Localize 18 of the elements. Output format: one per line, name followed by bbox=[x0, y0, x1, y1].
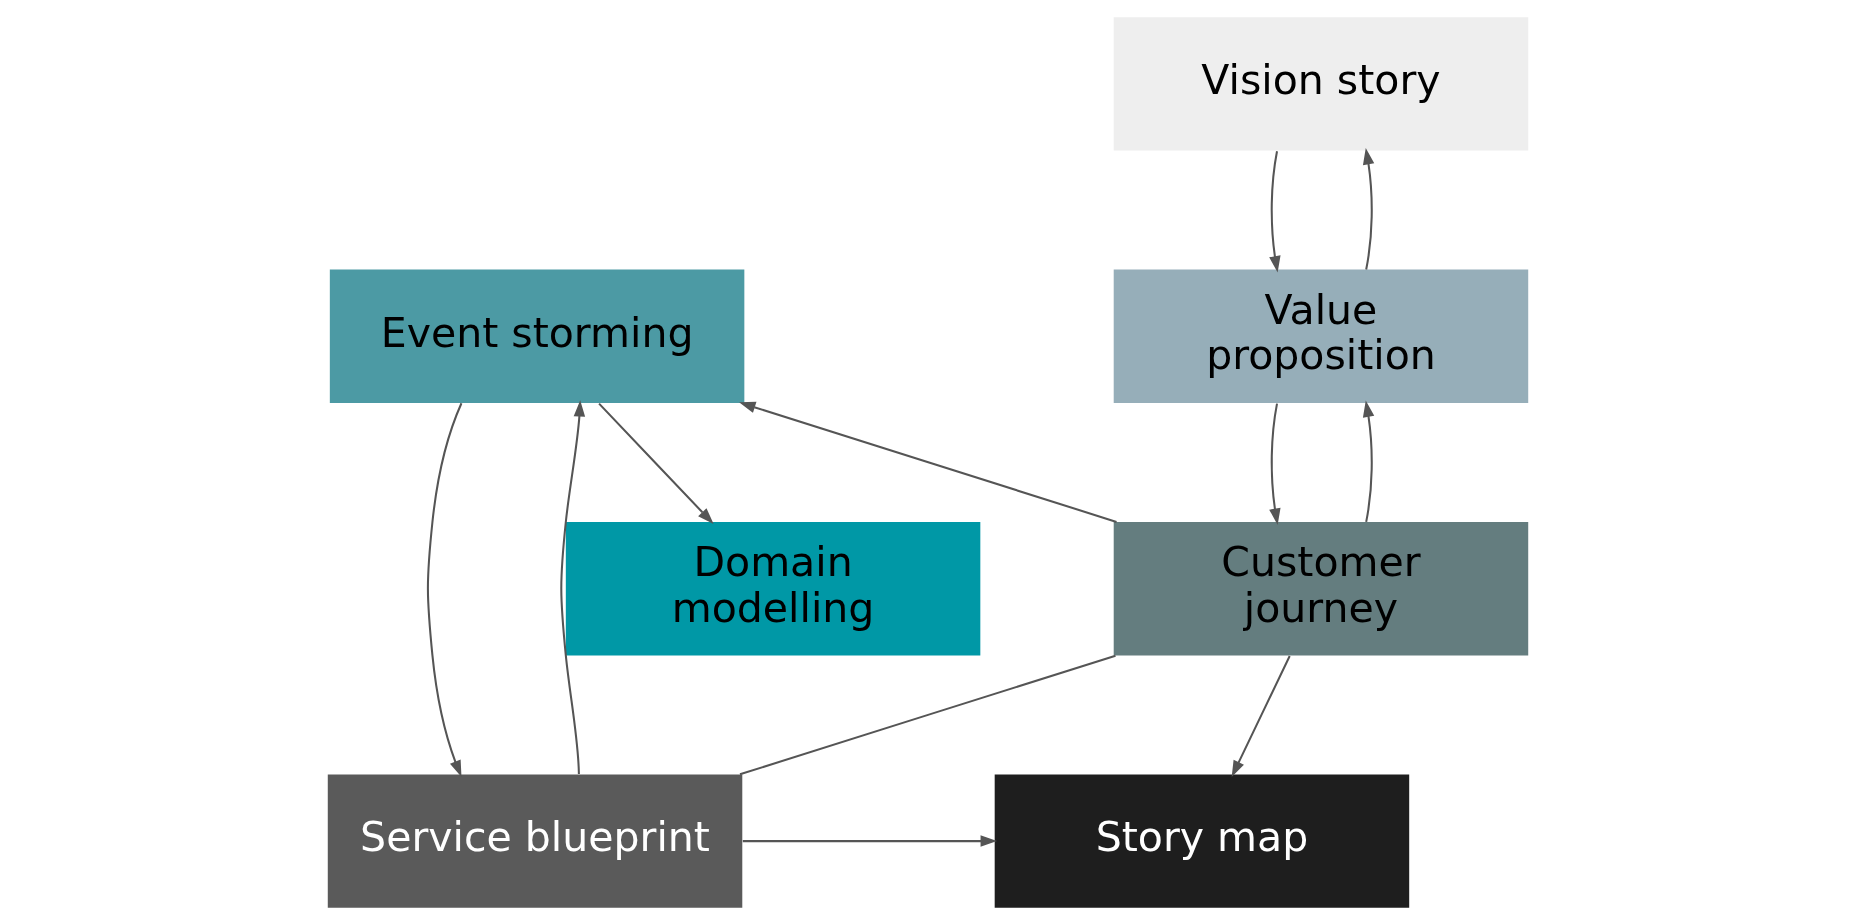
arrow bbox=[1362, 400, 1375, 522]
arrow bbox=[1362, 147, 1375, 270]
connector bbox=[739, 654, 1116, 775]
arrow bbox=[742, 834, 997, 847]
node-box: Event storming bbox=[329, 269, 745, 403]
node-box: Vision story bbox=[1113, 16, 1529, 151]
arrow bbox=[1231, 655, 1291, 777]
node-box: Story map bbox=[994, 773, 1410, 908]
arrow bbox=[1269, 402, 1281, 525]
arrow bbox=[598, 402, 714, 524]
arrow bbox=[1269, 150, 1281, 272]
node-box: Service blueprint bbox=[327, 773, 743, 908]
arrow bbox=[560, 399, 586, 774]
arrow bbox=[739, 401, 1117, 523]
node-box: Domain modelling bbox=[565, 521, 981, 655]
node-box: Customer journey bbox=[1113, 521, 1529, 655]
arrow bbox=[426, 402, 463, 777]
node-box: Value proposition bbox=[1113, 269, 1529, 403]
